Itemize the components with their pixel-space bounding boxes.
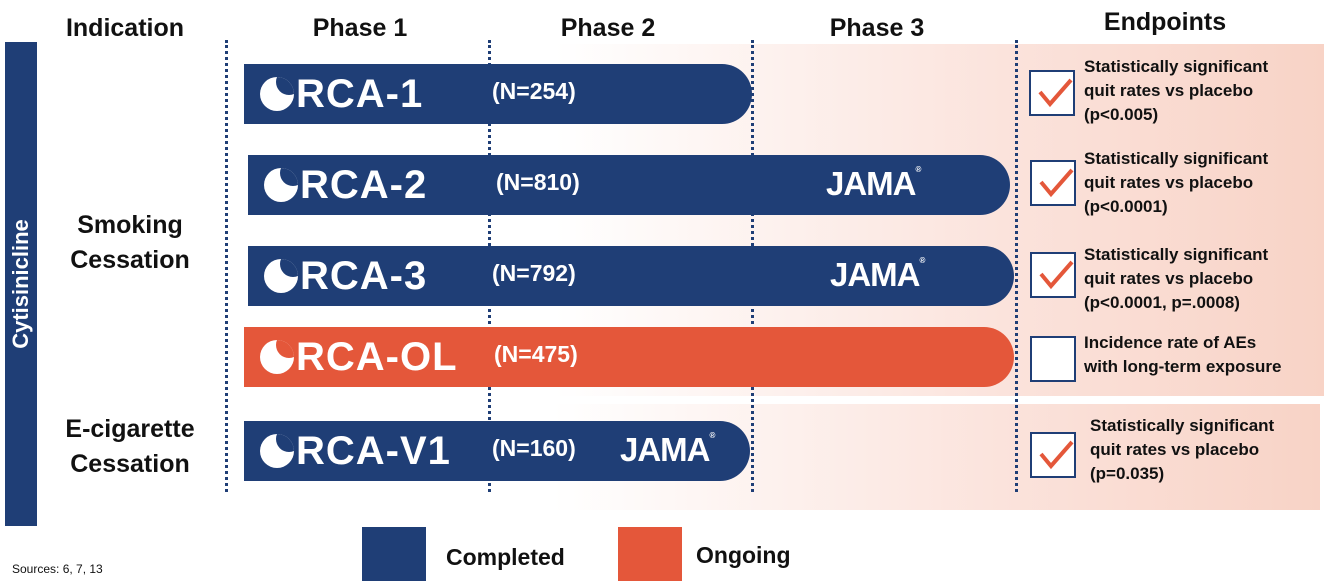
phase-divider bbox=[1015, 40, 1018, 492]
jama-logo: JAMA® bbox=[830, 256, 925, 293]
orca-o-logo-icon bbox=[260, 77, 294, 111]
trial-name: RCA-V1 bbox=[260, 427, 451, 475]
endpoint-checkbox-checked bbox=[1029, 70, 1075, 116]
orca-o-logo-icon bbox=[260, 434, 294, 468]
legend-label-completed: Completed bbox=[446, 544, 565, 570]
legend-label-ongoing: Ongoing bbox=[696, 542, 791, 568]
orca-o-logo-icon bbox=[264, 259, 298, 293]
header-endpoints: Endpoints bbox=[1103, 8, 1227, 36]
indication-smoking-cessation: Smoking Cessation bbox=[70, 211, 190, 274]
drug-label-bar: Cytisinicline bbox=[5, 42, 37, 526]
phase-divider bbox=[225, 40, 228, 492]
trial-name: RCA-3 bbox=[264, 252, 427, 300]
header-indication: Indication bbox=[65, 14, 185, 42]
check-mark-icon bbox=[1039, 260, 1074, 290]
orca-o-logo-icon bbox=[260, 340, 294, 374]
drug-name: Cytisinicline bbox=[8, 219, 33, 349]
trial-sample-size: (N=160) bbox=[492, 435, 576, 461]
jama-logo: JAMA® bbox=[620, 431, 715, 468]
endpoint-checkbox-checked bbox=[1030, 160, 1076, 206]
trial-bar-orca-2: RCA-2 (N=810) JAMA® bbox=[248, 155, 1010, 215]
header-phase-1: Phase 1 bbox=[312, 14, 408, 42]
trial-sample-size: (N=792) bbox=[492, 260, 576, 286]
header-phase-3: Phase 3 bbox=[829, 14, 925, 42]
trial-sample-size: (N=254) bbox=[492, 78, 576, 104]
legend-swatch-completed bbox=[362, 527, 426, 581]
orca-o-logo-icon bbox=[264, 168, 298, 202]
trial-bar-orca-1: RCA-1 (N=254) bbox=[244, 64, 752, 124]
legend-swatch-ongoing bbox=[618, 527, 682, 581]
indication-ecig-cessation: E-cigarette Cessation bbox=[65, 415, 195, 478]
trial-name: RCA-OL bbox=[260, 333, 458, 381]
trial-bar-orca-v1: RCA-V1 (N=160) JAMA® bbox=[244, 421, 750, 481]
check-mark-icon bbox=[1039, 168, 1074, 198]
trial-name: RCA-2 bbox=[264, 161, 427, 209]
trial-name: RCA-1 bbox=[260, 70, 423, 118]
endpoint-checkbox-empty bbox=[1030, 336, 1076, 382]
sources-note: Sources: 6, 7, 13 bbox=[12, 562, 103, 576]
check-mark-icon bbox=[1038, 78, 1073, 108]
trial-bar-orca-ol: RCA-OL (N=475) bbox=[244, 327, 1014, 387]
endpoint-checkbox-checked bbox=[1030, 432, 1076, 478]
trial-sample-size: (N=810) bbox=[496, 169, 580, 195]
jama-logo: JAMA® bbox=[826, 165, 921, 202]
header-phase-2: Phase 2 bbox=[560, 14, 656, 42]
check-mark-icon bbox=[1039, 440, 1074, 470]
trial-sample-size: (N=475) bbox=[494, 341, 578, 367]
trial-bar-orca-3: RCA-3 (N=792) JAMA® bbox=[248, 246, 1014, 306]
endpoint-checkbox-checked bbox=[1030, 252, 1076, 298]
